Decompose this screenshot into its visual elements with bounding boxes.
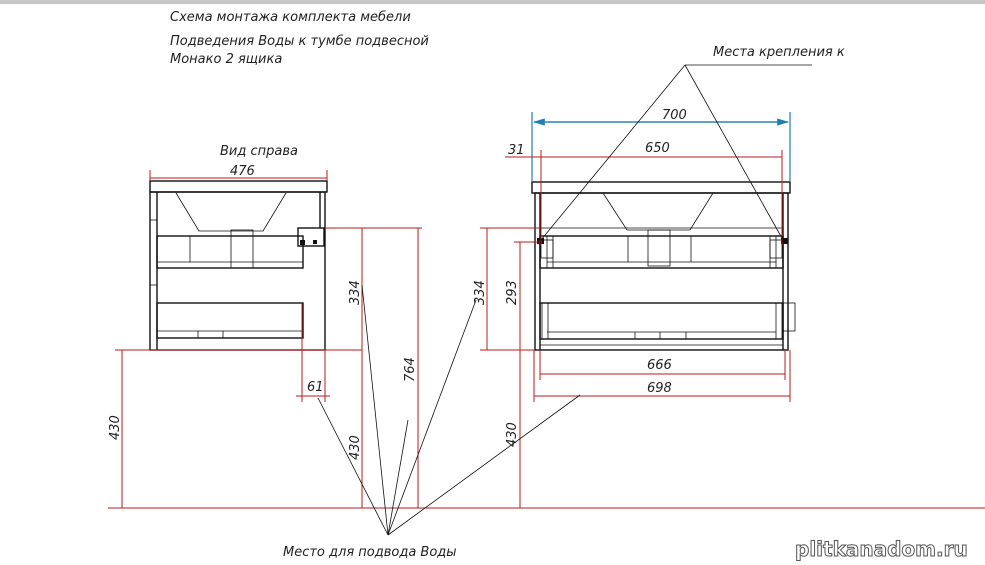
title-line-3: Монако 2 ящика: [170, 52, 282, 67]
dim-front-edge-offset: 31: [508, 143, 525, 158]
dim-side-floor-height: 430: [108, 415, 123, 440]
dim-side-total-height: 764: [403, 357, 418, 382]
dim-front-mount-height: 293: [505, 280, 520, 305]
title-line-2: Подведения Воды к тумбе подвесной: [170, 34, 429, 49]
mount-point-right: [781, 238, 788, 244]
mount-bracket: [297, 227, 325, 247]
front-view: 700 31 650 334 293 430 666 698: [473, 108, 796, 508]
watermark: plitkanadom.ru: [795, 537, 968, 561]
dim-side-width: 476: [230, 164, 255, 179]
dim-front-inner-width: 666: [647, 358, 672, 373]
dim-front-upper-height: 334: [473, 280, 488, 305]
dim-front-body-width: 698: [647, 381, 672, 396]
mount-leaders: Места крепления к: [540, 45, 845, 241]
dim-front-mount-span: 650: [645, 141, 670, 156]
water-label: Место для подвода Воды: [283, 545, 457, 560]
title-line-1: Схема монтажа комплекта мебели: [170, 10, 411, 25]
top-border: [0, 0, 985, 4]
side-view: Вид справа 476 430 334 430 764 61: [108, 144, 422, 508]
side-view-label: Вид справа: [220, 144, 298, 159]
mount-label: Места крепления к: [713, 45, 845, 60]
water-leaders: Место для подвода Воды: [283, 284, 581, 560]
dim-front-top-width: 700: [662, 108, 687, 123]
dim-side-floor-height-inner: 430: [348, 435, 363, 460]
dim-front-floor-height: 430: [505, 422, 520, 447]
dim-side-offset: 61: [307, 380, 324, 395]
dim-side-upper-height: 334: [348, 280, 363, 305]
